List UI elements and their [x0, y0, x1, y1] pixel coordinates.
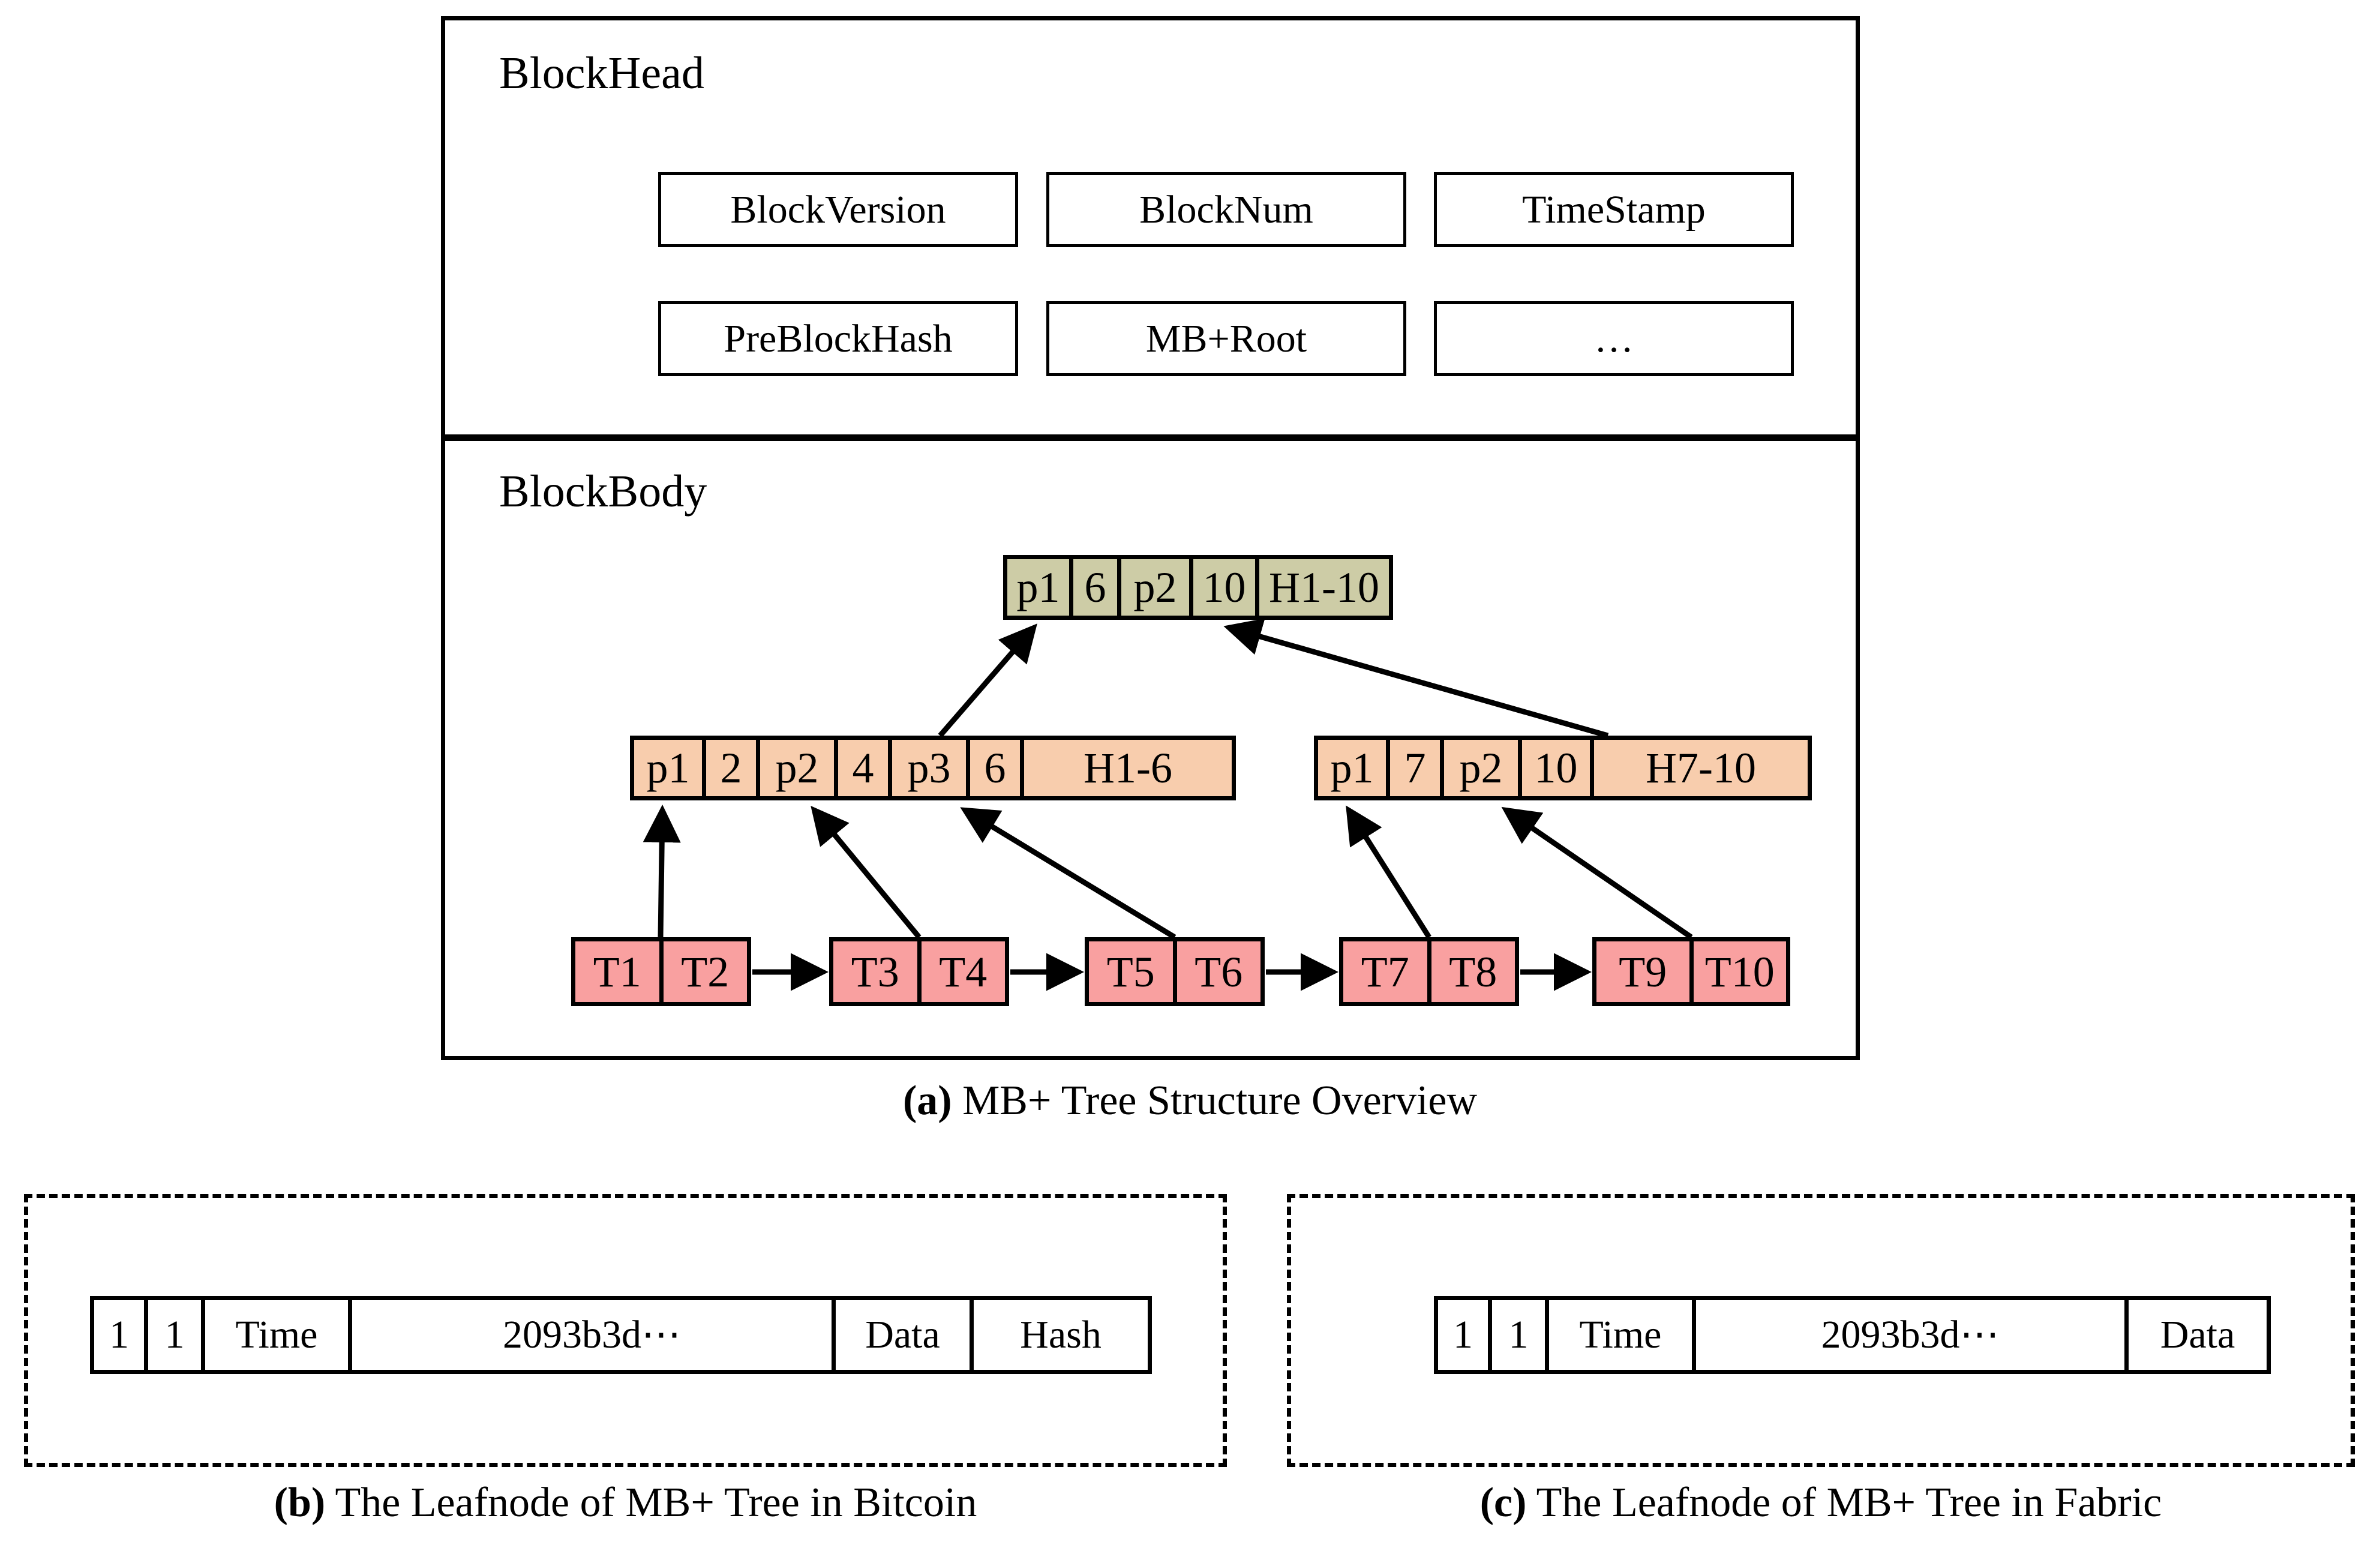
fabric-slot-index-2: 1	[1492, 1300, 1549, 1370]
root-slot-key-6: 6	[1073, 559, 1121, 616]
internal-left-slot-p1: p1	[634, 740, 706, 796]
head-field-preblockhash: PreBlockHash	[658, 301, 1018, 376]
leaf-slot-t9: T9	[1596, 941, 1694, 1002]
mbtree-leaf-node-4: T7 T8	[1339, 937, 1519, 1006]
internal-left-slot-hash: H1-6	[1024, 740, 1232, 796]
caption-panel-a: (a) MB+ Tree Structure Overview	[0, 1080, 2380, 1122]
internal-right-slot-hash: H7-10	[1594, 740, 1808, 796]
internal-right-slot-p2: p2	[1444, 740, 1522, 796]
caption-b-text: The Leafnode of MB+ Tree in Bitcoin	[325, 1480, 977, 1526]
blockhead-label: BlockHead	[499, 48, 704, 98]
fabric-slot-index-1: 1	[1438, 1300, 1492, 1370]
head-field-blocknum: BlockNum	[1046, 172, 1406, 247]
internal-right-slot-p1: p1	[1318, 740, 1390, 796]
leaf-slot-t4: T4	[921, 941, 1005, 1002]
head-field-ellipsis: …	[1434, 301, 1794, 376]
root-slot-p1: p1	[1007, 559, 1073, 616]
caption-c-marker: (c)	[1479, 1480, 1527, 1526]
head-field-mbroot: MB+Root	[1046, 301, 1406, 376]
bitcoin-slot-txid: 2093b3d⋯	[352, 1300, 836, 1370]
bitcoin-leafnode-record: 1 1 Time 2093b3d⋯ Data Hash	[90, 1296, 1152, 1374]
internal-left-slot-p3: p3	[892, 740, 970, 796]
internal-left-slot-key-4: 4	[838, 740, 892, 796]
blockbody-section: BlockBody	[445, 439, 1856, 1057]
leaf-slot-t10: T10	[1693, 941, 1786, 1002]
leaf-slot-t1: T1	[575, 941, 664, 1002]
internal-left-slot-p2: p2	[760, 740, 838, 796]
caption-b-marker: (b)	[274, 1480, 326, 1526]
root-slot-hash: H1-10	[1259, 559, 1389, 616]
leaf-slot-t6: T6	[1177, 941, 1260, 1002]
mbtree-leaf-node-1: T1 T2	[571, 937, 751, 1006]
internal-left-slot-key-2: 2	[706, 740, 760, 796]
mbtree-leaf-node-3: T5 T6	[1085, 937, 1265, 1006]
blockhead-blockbody-divider	[445, 434, 1856, 441]
blockhead-section: BlockHead BlockVersion BlockNum TimeStam…	[445, 20, 1856, 434]
bitcoin-slot-hash: Hash	[974, 1300, 1148, 1370]
mbtree-internal-node-left: p1 2 p2 4 p3 6 H1-6	[630, 736, 1236, 800]
leaf-slot-t2: T2	[663, 941, 747, 1002]
bitcoin-slot-time: Time	[205, 1300, 352, 1370]
bitcoin-slot-index-2: 1	[148, 1300, 205, 1370]
caption-c-text: The Leafnode of MB+ Tree in Fabric	[1526, 1480, 2162, 1526]
leaf-slot-t3: T3	[833, 941, 922, 1002]
mbtree-internal-node-right: p1 7 p2 10 H7-10	[1314, 736, 1812, 800]
leaf-slot-t5: T5	[1089, 941, 1177, 1002]
bitcoin-slot-index-1: 1	[94, 1300, 148, 1370]
fabric-slot-txid: 2093b3d⋯	[1696, 1300, 2129, 1370]
bitcoin-slot-data: Data	[836, 1300, 974, 1370]
head-field-timestamp: TimeStamp	[1434, 172, 1794, 247]
caption-a-text: MB+ Tree Structure Overview	[952, 1078, 1478, 1124]
internal-right-slot-key-10: 10	[1522, 740, 1594, 796]
caption-panel-b: (b) The Leafnode of MB+ Tree in Bitcoin	[24, 1482, 1227, 1524]
head-field-blockversion: BlockVersion	[658, 172, 1018, 247]
block-structure-panel: BlockHead BlockVersion BlockNum TimeStam…	[441, 16, 1860, 1060]
root-slot-key-10: 10	[1193, 559, 1259, 616]
internal-right-slot-key-7: 7	[1390, 740, 1444, 796]
caption-a-marker: (a)	[902, 1078, 952, 1124]
mbtree-leaf-node-2: T3 T4	[829, 937, 1009, 1006]
root-slot-p2: p2	[1121, 559, 1193, 616]
fabric-slot-data: Data	[2129, 1300, 2267, 1370]
leaf-slot-t7: T7	[1343, 941, 1431, 1002]
mbtree-leaf-node-5: T9 T10	[1592, 937, 1790, 1006]
mbtree-root-node: p1 6 p2 10 H1-10	[1003, 555, 1393, 620]
blockbody-label: BlockBody	[499, 466, 707, 517]
fabric-leafnode-record: 1 1 Time 2093b3d⋯ Data	[1434, 1296, 2271, 1374]
caption-panel-c: (c) The Leafnode of MB+ Tree in Fabric	[1287, 1482, 2355, 1524]
internal-left-slot-key-6: 6	[970, 740, 1024, 796]
leaf-slot-t8: T8	[1431, 941, 1515, 1002]
fabric-slot-time: Time	[1549, 1300, 1696, 1370]
